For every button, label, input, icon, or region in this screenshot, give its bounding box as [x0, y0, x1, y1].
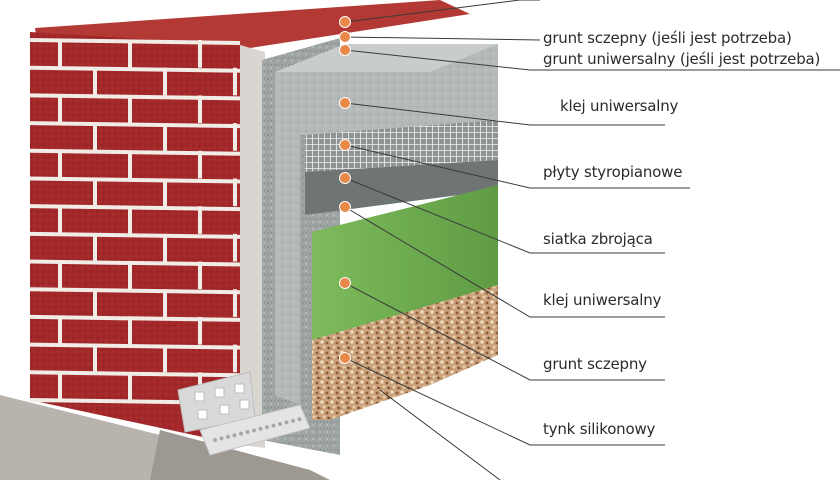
mortar-bed-joint: [29, 121, 241, 129]
leader-line: [344, 36, 541, 41]
label-bonding-primer-optional: grunt sczepny (jeśli jest potrzeba): [543, 29, 792, 47]
leader-line: [344, 102, 665, 126]
profile-slot: [219, 404, 230, 415]
ground-shadow: [150, 430, 330, 480]
leader-line: [344, 144, 690, 189]
layer-marker: [339, 352, 351, 364]
profile-hole: [284, 420, 289, 425]
label-universal-adhesive-2: klej uniwersalny: [543, 291, 662, 309]
profile-hole: [213, 438, 217, 442]
layer-marker: [339, 277, 351, 289]
mortar-bed-joint: [29, 93, 241, 101]
adhesive-band: [305, 160, 498, 215]
profile-hole: [297, 417, 302, 422]
profile-hole: [219, 436, 224, 441]
profile-slot: [239, 399, 250, 410]
label-bonding-primer: grunt sczepny: [543, 355, 647, 373]
profile-holes: [194, 383, 302, 442]
profile-hole: [278, 422, 282, 426]
leader-line: [379, 389, 501, 481]
layer-marker: [339, 139, 351, 151]
styrofoam-top: [275, 44, 498, 72]
profile-hole: [245, 430, 250, 434]
profile-slot: [234, 383, 245, 394]
label-styrofoam-boards: płyty styropianowe: [543, 163, 683, 181]
profile-slot: [197, 409, 208, 420]
layer-marker: [339, 16, 351, 28]
mortar-bed-joint: [29, 148, 241, 156]
mortar-bed-joint: [29, 231, 241, 239]
layer-markers: [339, 16, 351, 364]
mortar-bed-joint: [29, 259, 241, 267]
leader-line: [344, 206, 665, 318]
mortar-bed-joint: [29, 204, 241, 212]
mortar-bed-joint: [29, 342, 241, 350]
mortar-bed-joint: [29, 314, 241, 322]
label-universal-adhesive-1: klej uniwersalny: [560, 97, 679, 115]
mortar-bed-joint: [29, 287, 241, 295]
mortar-bed-joint: [29, 65, 241, 73]
silicone-render-layer: [312, 285, 498, 420]
styrofoam-board: [275, 44, 498, 405]
label-reinforcing-mesh: siatka zbrojąca: [543, 230, 653, 248]
layer-marker: [339, 172, 351, 184]
reinforcing-mesh: [305, 120, 498, 172]
label-universal-primer-optional: grunt uniwersalny (jeśli jest potrzeba): [543, 50, 821, 68]
profile-slot: [194, 391, 205, 402]
leader-line: [344, 177, 665, 254]
profile-hole: [239, 431, 243, 436]
layer-marker: [339, 97, 351, 109]
mortar-bed-joint: [29, 370, 241, 378]
leader-line: [344, 357, 665, 446]
profile-hole: [226, 434, 230, 439]
mortar-joints: [29, 38, 241, 405]
profile-hole: [252, 428, 256, 433]
layer-marker: [339, 44, 351, 56]
leader-line: [344, 282, 665, 381]
label-silicone-render: tynk silikonowy: [543, 420, 656, 438]
mortar-bed-joint: [29, 176, 241, 184]
profile-hole: [232, 433, 237, 438]
leader-lines: [344, 0, 840, 481]
profile-hole: [271, 423, 276, 428]
brick-wall: [30, 32, 240, 445]
leader-line: [344, 49, 840, 71]
mortar-bed-joint: [29, 38, 241, 45]
profile-slot: [214, 387, 225, 398]
base-plaster: [240, 45, 265, 448]
leader-line: [344, 0, 540, 23]
layer-marker: [339, 201, 351, 213]
profile-hole: [291, 418, 295, 423]
layer-marker: [339, 31, 351, 43]
profile-hole: [265, 425, 269, 430]
profile-hole: [258, 426, 263, 431]
